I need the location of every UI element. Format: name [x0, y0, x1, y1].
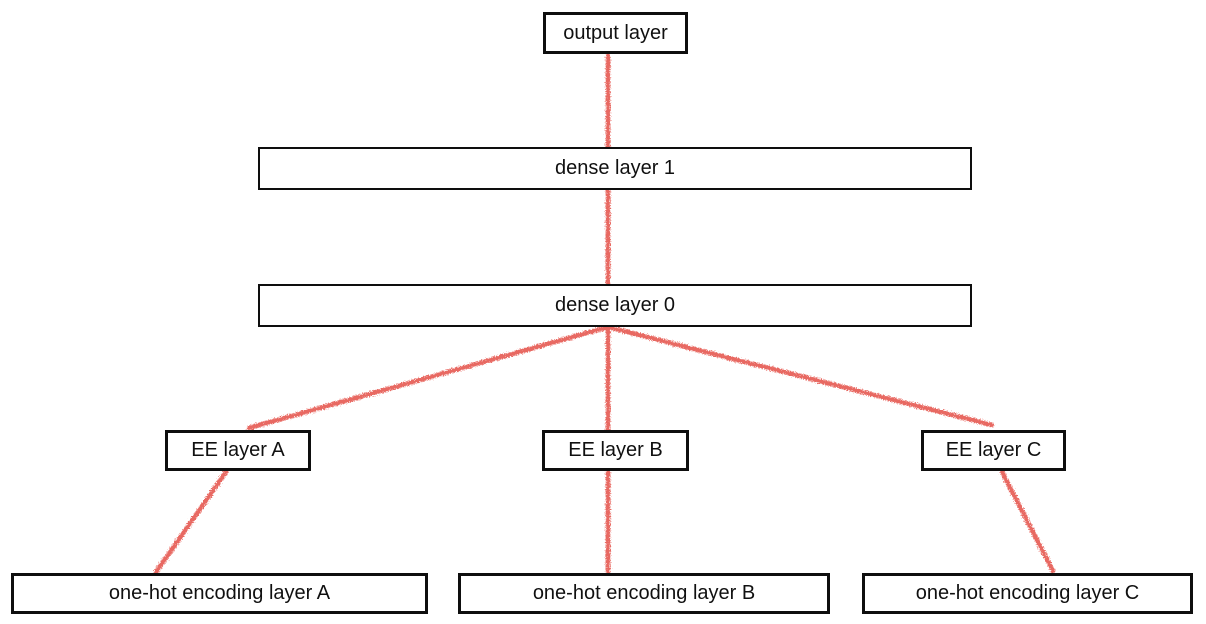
edge-ee-a-to-onehot-a: [153, 469, 229, 575]
node-ee-layer-c: EE layer C: [921, 430, 1066, 471]
node-one-hot-encoding-layer-c: one-hot encoding layer C: [862, 573, 1193, 614]
edge-ee-c-to-onehot-c: [999, 469, 1056, 574]
node-one-hot-encoding-layer-b: one-hot encoding layer B: [458, 573, 830, 614]
node-dense-layer-1: dense layer 1: [258, 147, 972, 190]
node-one-hot-encoding-layer-a: one-hot encoding layer A: [11, 573, 428, 614]
node-ee-layer-a: EE layer A: [165, 430, 311, 471]
edge-dense0-to-ee-a: [246, 324, 611, 431]
node-dense-layer-0: dense layer 0: [258, 284, 972, 327]
node-ee-layer-b: EE layer B: [542, 430, 689, 471]
node-output-layer: output layer: [543, 12, 688, 54]
edge-dense0-to-ee-c: [605, 324, 995, 428]
